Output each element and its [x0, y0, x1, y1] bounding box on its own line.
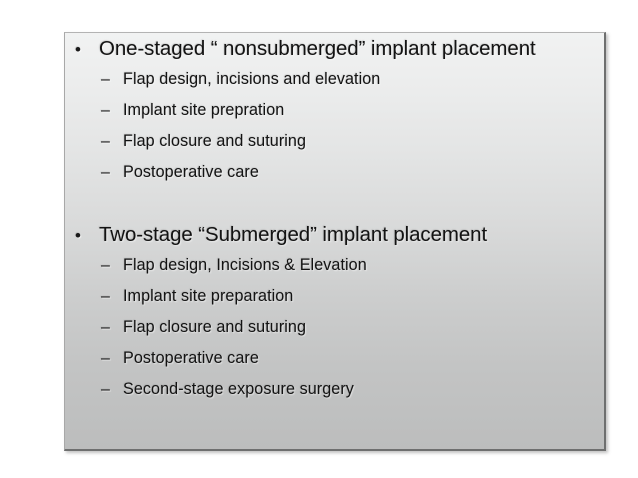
- slide-content-panel: • One-staged “ nonsubmerged” implant pla…: [64, 32, 606, 451]
- sub-bullet-postoperative-care: – Postoperative care: [65, 157, 604, 188]
- bullet-heading-one-staged: • One-staged “ nonsubmerged” implant pla…: [65, 33, 604, 64]
- sub-bullet-implant-site-preparation: – Implant site preparation: [65, 281, 604, 312]
- bullet-heading-text: Two-stage “Submerged” implant placement: [99, 223, 488, 246]
- sub-bullet-text: Flap closure and suturing: [123, 132, 307, 150]
- bullet-list: • One-staged “ nonsubmerged” implant pla…: [65, 33, 604, 405]
- sub-bullet-text: Flap design, incisions and elevation: [123, 70, 381, 88]
- sub-bullet-text: Flap closure and suturing: [123, 318, 307, 336]
- bullet-heading-two-stage: • Two-stage “Submerged” implant placemen…: [65, 219, 604, 250]
- dash-bullet-icon: –: [101, 102, 110, 119]
- dash-bullet-icon: –: [101, 164, 110, 181]
- dash-bullet-icon: –: [101, 71, 110, 88]
- sub-bullet-text: Flap design, Incisions & Elevation: [123, 256, 367, 274]
- sub-bullet-text: Second-stage exposure surgery: [123, 380, 354, 398]
- sub-bullet-flap-design-incisions-elevation: – Flap design, Incisions & Elevation: [65, 250, 604, 281]
- dash-bullet-icon: –: [101, 350, 110, 367]
- dash-bullet-icon: –: [101, 288, 110, 305]
- dash-bullet-icon: –: [101, 319, 110, 336]
- sub-bullet-text: Postoperative care: [123, 349, 259, 367]
- sub-bullet-postoperative-care-2: – Postoperative care: [65, 343, 604, 374]
- sub-bullet-text: Implant site prepration: [123, 101, 285, 119]
- sub-bullet-text: Implant site preparation: [123, 287, 294, 305]
- block-separator: [65, 188, 604, 219]
- sub-bullet-flap-closure-suturing-2: – Flap closure and suturing: [65, 312, 604, 343]
- bullet-heading-text: One-staged “ nonsubmerged” implant place…: [99, 37, 536, 60]
- sub-bullet-second-stage-exposure-surgery: – Second-stage exposure surgery: [65, 374, 604, 405]
- sub-bullet-flap-design-incisions: – Flap design, incisions and elevation: [65, 64, 604, 95]
- dash-bullet-icon: –: [101, 257, 110, 274]
- disc-bullet-icon: •: [75, 226, 81, 245]
- dash-bullet-icon: –: [101, 381, 110, 398]
- disc-bullet-icon: •: [75, 40, 81, 59]
- sub-bullet-text: Postoperative care: [123, 163, 259, 181]
- sub-bullet-implant-site-prepration: – Implant site prepration: [65, 95, 604, 126]
- dash-bullet-icon: –: [101, 133, 110, 150]
- sub-bullet-flap-closure-suturing: – Flap closure and suturing: [65, 126, 604, 157]
